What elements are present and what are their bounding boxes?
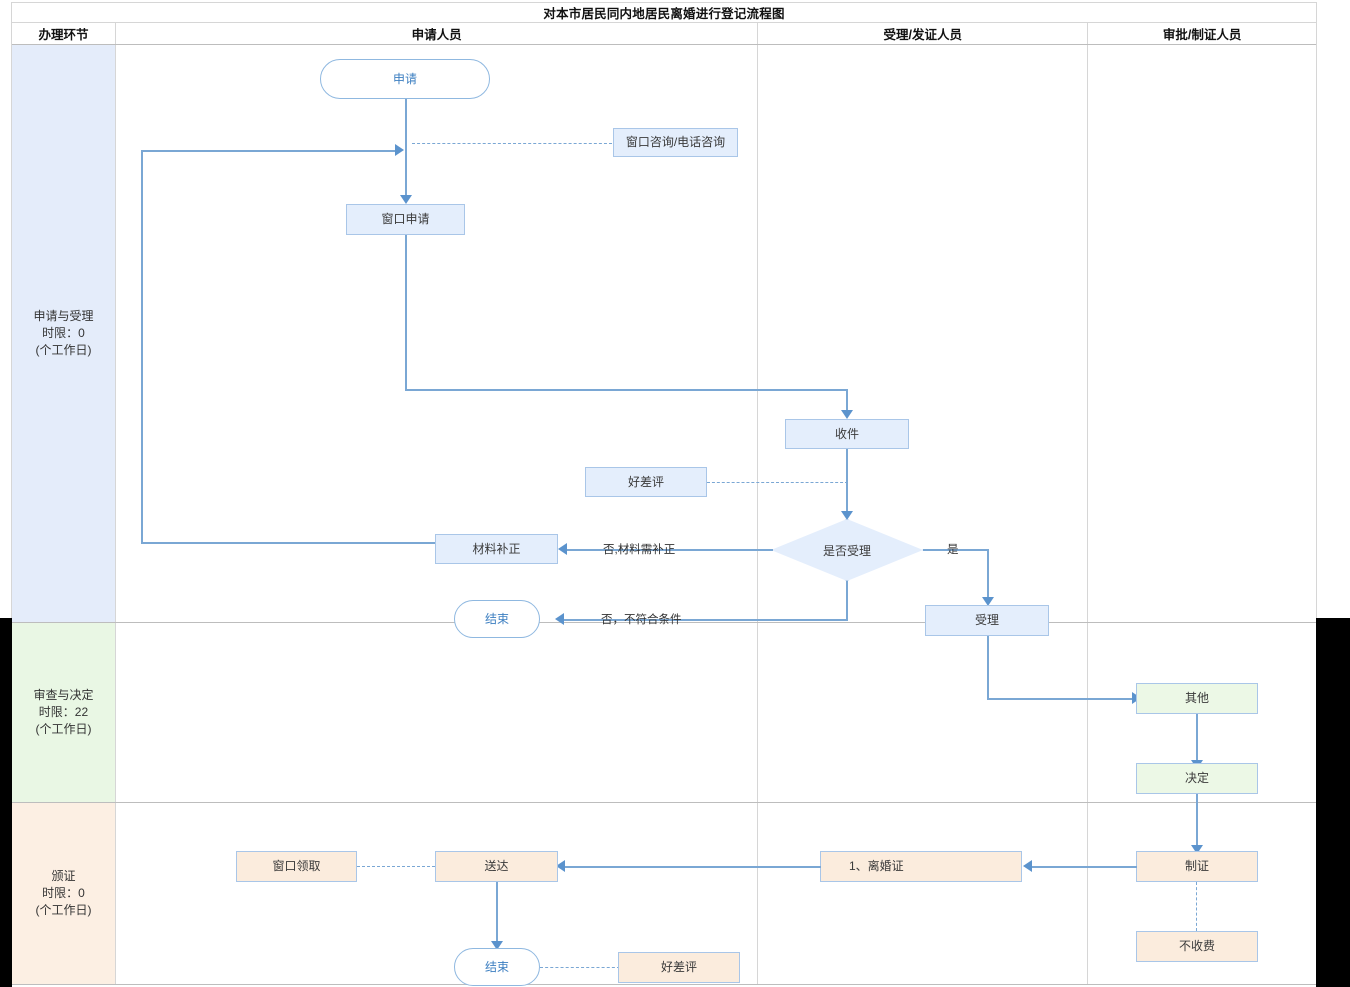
stage-limit-application: 时限：0 xyxy=(42,326,85,340)
edge-decision-yes-right xyxy=(923,549,988,551)
arrowhead-accept xyxy=(982,597,994,606)
edge-decide-to-make-cert xyxy=(1196,794,1198,850)
flow-diagram-overlay: 申请 窗口咨询/电话咨询 窗口申请 收件 好差评 xyxy=(12,45,1318,986)
stage-limit-issuance: 时限：0 xyxy=(42,886,85,900)
stage-cell-issuance: 颁证 时限：0 (个工作日) xyxy=(12,803,116,984)
stage-unit-review: (个工作日) xyxy=(35,722,92,736)
stage-limit-review: 时限：22 xyxy=(38,705,89,719)
arrowhead-loop-return xyxy=(395,144,404,156)
node-deliver[interactable]: 送达 xyxy=(435,851,558,882)
edge-consult-dashed xyxy=(412,143,612,144)
edge-material-fix-loop-top xyxy=(141,150,397,152)
edge-accept-to-other-right xyxy=(987,698,1138,700)
swimlane-row-review: 审查与决定 时限：22 (个工作日) xyxy=(12,623,1316,803)
lane3-cell-acceptor xyxy=(758,803,1089,984)
edge-review-rating-1-dashed xyxy=(707,482,848,483)
edge-decision-no-left xyxy=(562,619,848,621)
node-divorce-cert[interactable]: 1、离婚证 xyxy=(820,851,1022,882)
node-window-pickup[interactable]: 窗口领取 xyxy=(236,851,357,882)
node-receive[interactable]: 收件 xyxy=(785,419,909,449)
node-decision-accept[interactable]: 是否受理 xyxy=(771,519,923,581)
node-review-rating-1[interactable]: 好差评 xyxy=(585,467,707,497)
lane3-cell-applicant xyxy=(116,803,759,984)
node-material-fix[interactable]: 材料补正 xyxy=(435,534,558,564)
flowchart-sheet: 对本市居民同内地居民离婚进行登记流程图 办理环节 申请人员 受理/发证人员 审批… xyxy=(11,2,1317,986)
edge-receive-to-decision xyxy=(846,449,848,515)
edge-label-not-qualified: 否，不符合条件 xyxy=(601,614,682,626)
edge-to-receive-down xyxy=(846,389,848,414)
arrowhead-end-2 xyxy=(491,941,503,950)
edge-window-apply-down xyxy=(405,235,407,390)
stage-name-review: 审查与决定 xyxy=(33,688,94,702)
node-make-cert[interactable]: 制证 xyxy=(1136,851,1258,882)
column-header-approver: 审批/制证人员 xyxy=(1162,28,1242,42)
stage-name-issuance: 颁证 xyxy=(51,869,76,883)
edge-other-to-decide xyxy=(1196,714,1198,764)
column-header-stage: 办理环节 xyxy=(12,23,116,44)
arrowhead-receive xyxy=(841,410,853,419)
node-end-2[interactable]: 结束 xyxy=(454,948,540,986)
edge-label-need-fix: 否,材料需补正 xyxy=(603,544,676,556)
arrowhead-window-apply xyxy=(400,195,412,204)
decision-accept-label: 是否受理 xyxy=(822,543,871,558)
arrowhead-end-1 xyxy=(555,613,564,625)
swimlane-body: 申请与受理 时限：0 (个工作日) 审查与决定 时限：22 (个工作日) xyxy=(12,45,1316,986)
edge-divorce-cert-to-deliver xyxy=(563,866,821,868)
lane2-cell-applicant xyxy=(116,623,759,802)
node-end-1[interactable]: 结束 xyxy=(454,600,540,638)
arrowhead-deliver xyxy=(556,860,565,872)
arrowhead-make-cert xyxy=(1191,845,1203,854)
swimlane-row-issuance: 颁证 时限：0 (个工作日) xyxy=(12,803,1316,985)
node-decide[interactable]: 决定 xyxy=(1136,763,1258,794)
arrowhead-decision xyxy=(841,511,853,520)
edge-material-fix-loop-bottom xyxy=(141,542,435,544)
stage-cell-application: 申请与受理 时限：0 (个工作日) xyxy=(12,45,116,622)
edge-decision-yes-down xyxy=(987,549,989,601)
stage-cell-review: 审查与决定 时限：22 (个工作日) xyxy=(12,623,116,802)
edge-apply-to-window-apply xyxy=(405,99,407,199)
lane1-cell-acceptor xyxy=(758,45,1089,622)
lane2-cell-acceptor xyxy=(758,623,1089,802)
edge-label-yes: 是 xyxy=(947,544,959,556)
node-no-fee[interactable]: 不收费 xyxy=(1136,931,1258,962)
arrowhead-divorce-cert xyxy=(1023,860,1032,872)
edge-window-pickup-dashed xyxy=(357,866,435,867)
stage-unit-application: (个工作日) xyxy=(35,343,92,357)
stage-name-application: 申请与受理 xyxy=(33,309,94,323)
node-window-apply[interactable]: 窗口申请 xyxy=(346,204,465,235)
edge-decision-to-material-fix xyxy=(565,549,773,551)
swimlane-row-application: 申请与受理 时限：0 (个工作日) xyxy=(12,45,1316,623)
node-apply-start[interactable]: 申请 xyxy=(320,59,490,99)
column-header-row: 办理环节 申请人员 受理/发证人员 审批/制证人员 xyxy=(12,23,1316,45)
page-right-black-bar xyxy=(1316,618,1350,987)
node-window-consult[interactable]: 窗口咨询/电话咨询 xyxy=(613,128,738,157)
edge-accept-to-other-down xyxy=(987,636,989,699)
lane1-cell-applicant xyxy=(116,45,759,622)
lane1-cell-approver xyxy=(1088,45,1316,622)
edge-decision-no-down xyxy=(846,581,848,620)
document-title-row: 对本市居民同内地居民离婚进行登记流程图 xyxy=(12,3,1316,23)
column-header-acceptor: 受理/发证人员 xyxy=(758,23,1089,44)
node-other[interactable]: 其他 xyxy=(1136,683,1258,714)
edge-deliver-to-end-2 xyxy=(496,882,498,945)
page-left-black-bar xyxy=(0,618,12,987)
page-title: 对本市居民同内地居民离婚进行登记流程图 xyxy=(543,7,785,21)
arrowhead-material-fix xyxy=(558,543,567,555)
edge-review-rating-2-dashed xyxy=(540,967,620,968)
edge-make-cert-to-divorce-cert xyxy=(1030,866,1137,868)
node-accept[interactable]: 受理 xyxy=(925,605,1049,636)
edge-material-fix-loop-vertical xyxy=(141,150,143,543)
edge-window-apply-right xyxy=(405,389,848,391)
column-header-applicant: 申请人员 xyxy=(116,23,759,44)
node-review-rating-2[interactable]: 好差评 xyxy=(618,952,740,983)
stage-unit-issuance: (个工作日) xyxy=(35,903,92,917)
edge-no-fee-dashed xyxy=(1196,882,1197,931)
